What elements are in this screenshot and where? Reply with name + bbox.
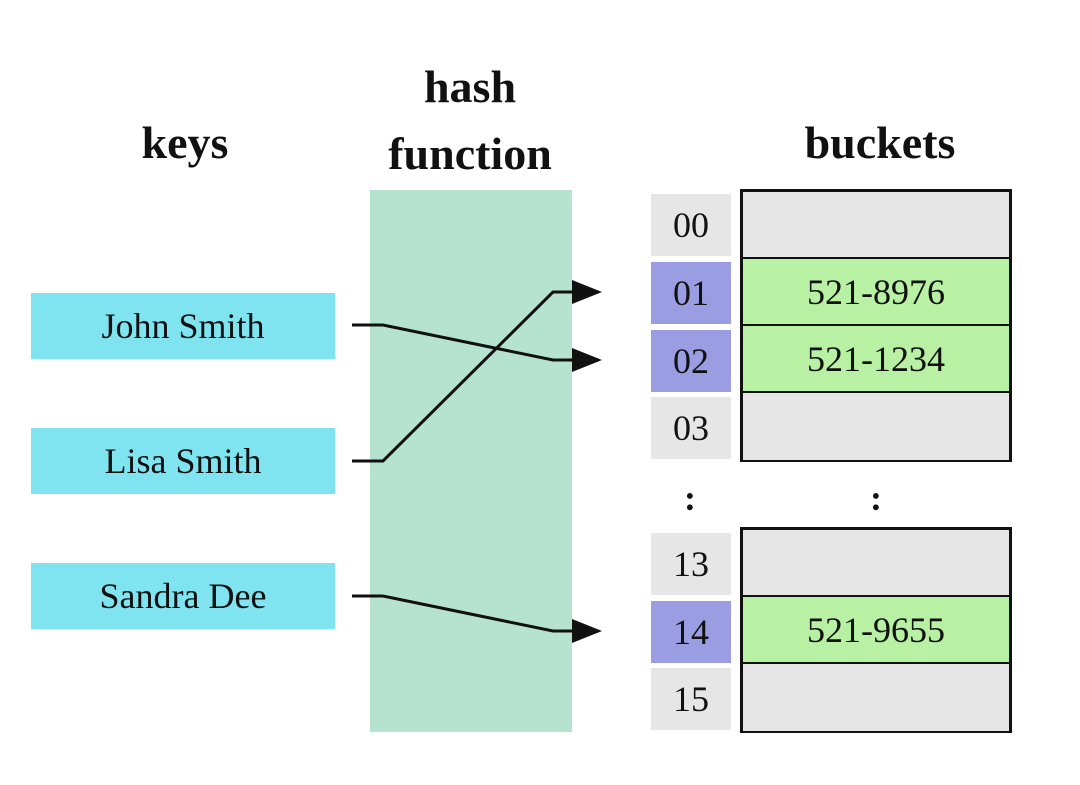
bucket-table-bottom: 521-9655 [740, 527, 1012, 733]
index-ellipsis: : [684, 478, 696, 518]
bucket-index-01: 01 [651, 262, 731, 324]
bucket-cell-00 [743, 192, 1009, 259]
hash-function-band [370, 190, 572, 732]
bucket-cell-13 [743, 530, 1009, 597]
key-box-john-smith: John Smith [31, 293, 335, 359]
hash-function-heading-line2: function [388, 128, 552, 179]
bucket-cell-14: 521-9655 [743, 597, 1009, 664]
bucket-index-14: 14 [651, 601, 731, 663]
hash-function-heading: hash function [360, 53, 580, 187]
bucket-index-02: 02 [651, 330, 731, 392]
key-box-lisa-smith: Lisa Smith [31, 428, 335, 494]
arrow-john-smith-to-02 [352, 323, 602, 372]
bucket-cell-15 [743, 664, 1009, 731]
bucket-index-03: 03 [651, 397, 731, 459]
keys-heading: keys [141, 117, 229, 168]
key-box-sandra-dee: Sandra Dee [31, 563, 335, 629]
arrow-sandra-dee-to-14 [352, 594, 602, 643]
hash-function-heading-line1: hash [423, 61, 517, 112]
bucket-table-top: 521-8976 521-1234 [740, 189, 1012, 462]
bucket-cell-02: 521-1234 [743, 326, 1009, 393]
bucket-index-13: 13 [651, 533, 731, 595]
bucket-index-00: 00 [651, 194, 731, 256]
buckets-heading: buckets [804, 117, 956, 168]
bucket-cell-01: 521-8976 [743, 259, 1009, 326]
arrow-lisa-smith-to-01 [352, 280, 602, 463]
bucket-ellipsis: : [870, 478, 882, 518]
bucket-index-15: 15 [651, 668, 731, 730]
bucket-cell-03 [743, 393, 1009, 460]
